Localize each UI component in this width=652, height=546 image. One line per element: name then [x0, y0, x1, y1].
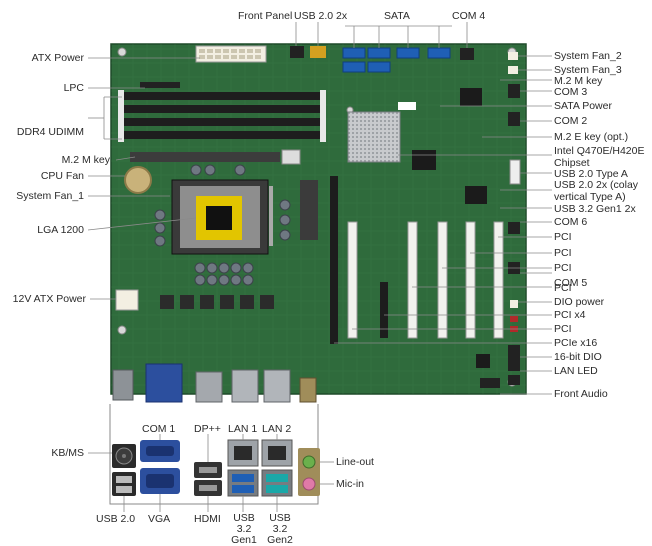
front-panel-header — [290, 46, 304, 58]
pci-slots — [347, 221, 504, 339]
label-lan2: LAN 2 — [262, 423, 292, 435]
leader-lines — [87, 22, 552, 512]
com4-header — [460, 48, 474, 60]
label-16bit-dio: 16-bit DIO — [554, 351, 602, 363]
label-m2-e-key: M.2 E key (opt.) — [554, 131, 629, 143]
label-atx-power: ATX Power — [31, 52, 84, 64]
label-pci-x4: PCI x4 — [554, 309, 586, 321]
label-cpu-fan: CPU Fan — [40, 170, 84, 182]
m2-m-key-left — [130, 152, 280, 162]
ddr4-slots — [118, 90, 326, 142]
label-lan-led: LAN LED — [554, 365, 598, 377]
chokes — [160, 295, 274, 309]
rear-io-strip — [112, 363, 317, 403]
chipset-heatsink — [347, 111, 401, 163]
label-mic-in: Mic-in — [336, 478, 364, 490]
atx-power-connector — [195, 45, 267, 63]
label-front-audio: Front Audio — [554, 388, 608, 400]
kbms-port — [112, 444, 136, 468]
label-com5: COM 5 — [554, 277, 588, 289]
com1-port — [140, 440, 180, 462]
label-chipset: Intel Q470E/H420E Chipset — [554, 145, 645, 169]
label-front-panel: Front Panel — [238, 10, 293, 22]
sata-connectors — [342, 47, 451, 73]
label-system-fan2: System Fan_2 — [554, 50, 622, 62]
label-bottom-usb20: USB 2.0 — [96, 513, 136, 525]
dp-port — [194, 462, 222, 478]
vga-port — [140, 468, 180, 494]
label-pci-4: PCI — [554, 282, 572, 294]
label-com1: COM 1 — [142, 423, 176, 435]
label-ddr4: DDR4 UDIMM — [16, 126, 84, 138]
label-usb20-colay: USB 2.0 2x (colay vertical Type A) — [554, 179, 639, 203]
label-lpc: LPC — [63, 82, 84, 94]
label-12v-atx-power: 12V ATX Power — [12, 293, 86, 305]
label-left-m2-m-key: M.2 M key — [61, 154, 110, 166]
label-usb20-type-a: USB 2.0 Type A — [554, 168, 628, 180]
label-pci-2: PCI — [554, 247, 572, 259]
label-system-fan1: System Fan_1 — [16, 190, 84, 202]
label-top-com4: COM 4 — [452, 10, 486, 22]
label-system-fan3: System Fan_3 — [554, 64, 622, 76]
label-com2: COM 2 — [554, 115, 588, 127]
cmos-battery — [124, 166, 152, 194]
label-right-m2-m-key: M.2 M key — [554, 75, 603, 87]
label-usb32-gen1: USB 3.2 Gen1 — [231, 512, 257, 546]
usb32-gen2-ports — [261, 469, 293, 497]
lan1-port — [227, 439, 259, 467]
label-usb32-gen2: USB 3.2 Gen2 — [267, 512, 293, 546]
label-hdmi: HDMI — [194, 513, 221, 525]
lan2-port — [261, 439, 293, 467]
label-com6: COM 6 — [554, 216, 588, 228]
label-dio-power: DIO power — [554, 296, 605, 308]
label-lan1: LAN 1 — [228, 423, 258, 435]
label-sata-power: SATA Power — [554, 100, 612, 112]
label-usb32-gen1-2x: USB 3.2 Gen1 2x — [554, 203, 636, 215]
lpc-header — [140, 82, 180, 88]
label-com3: COM 3 — [554, 86, 588, 98]
label-lga1200: LGA 1200 — [37, 224, 84, 236]
usb32-gen1-ports — [227, 469, 259, 497]
audio-jacks — [298, 448, 320, 496]
label-vga: VGA — [148, 513, 171, 525]
pcie-x4-slot — [380, 282, 388, 338]
capacitors — [154, 164, 291, 286]
label-pci-5: PCI — [554, 323, 572, 335]
label-kbms: KB/MS — [51, 447, 84, 459]
label-pci-3: PCI — [554, 262, 572, 274]
label-top-sata: SATA — [384, 10, 410, 22]
label-pci-1: PCI — [554, 231, 572, 243]
label-dp: DP++ — [194, 423, 221, 435]
label-pcie-x16: PCIe x16 — [554, 337, 598, 349]
usb20-header — [310, 46, 326, 58]
label-top-usb20-2x: USB 2.0 2x — [294, 10, 348, 22]
hdmi-port — [194, 480, 222, 496]
label-line-out: Line-out — [336, 456, 374, 468]
atx-12v-connector — [115, 289, 139, 311]
usb20-ports — [112, 472, 136, 496]
pcie-x16-slot — [330, 176, 338, 344]
